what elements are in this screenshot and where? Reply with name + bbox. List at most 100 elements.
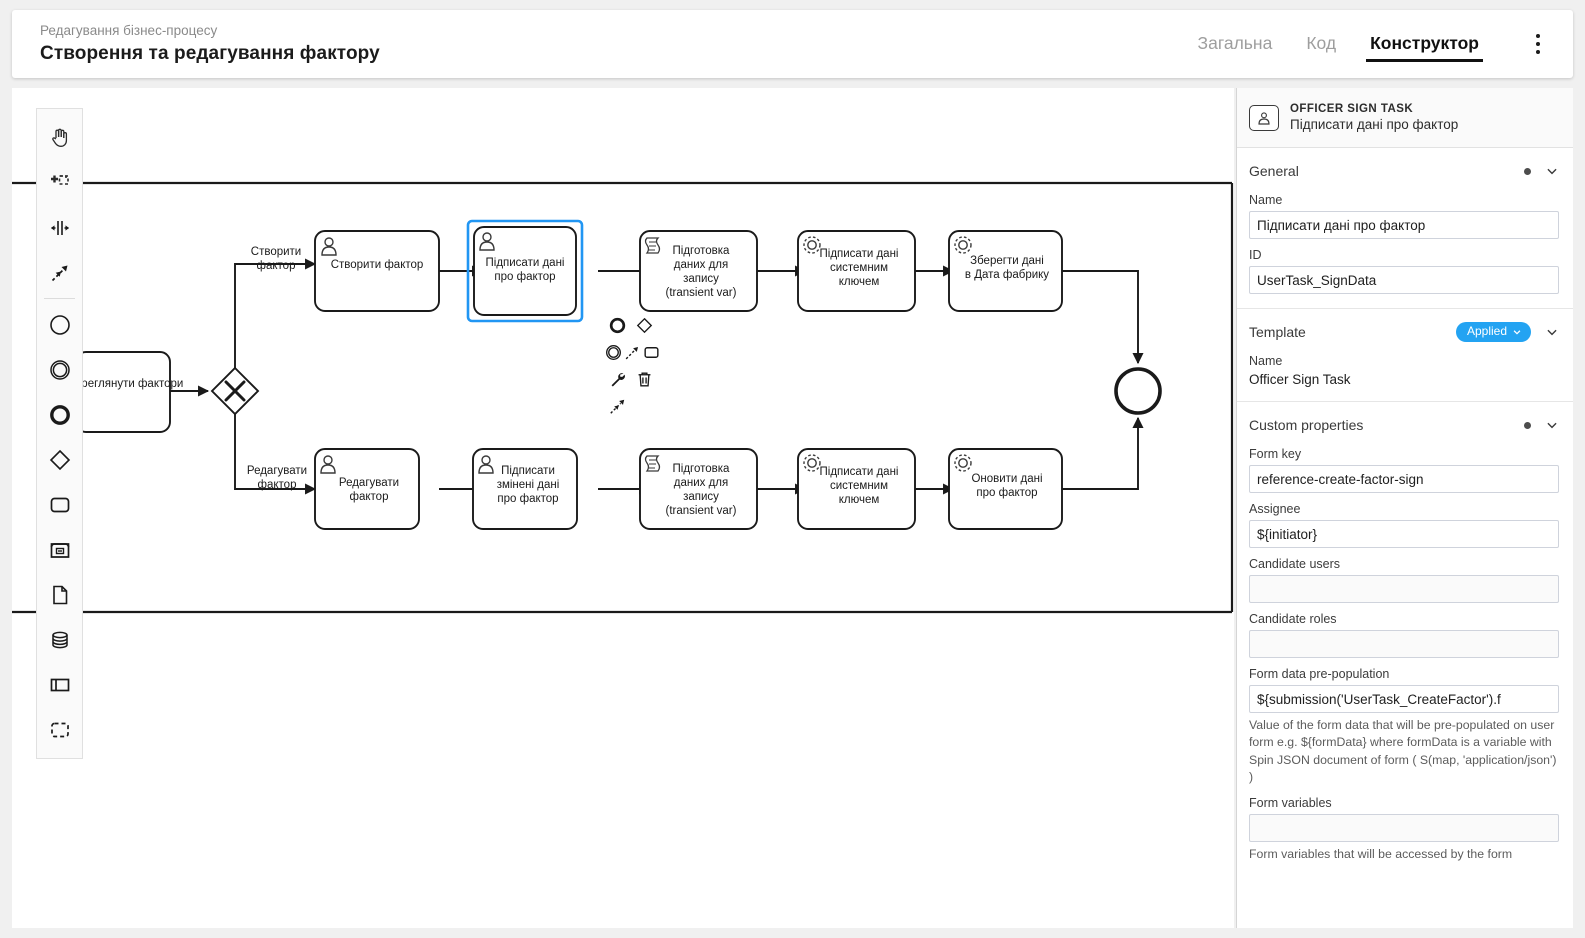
group-general-controls [1524,164,1559,178]
lasso-select-icon[interactable] [37,160,82,205]
user-task-icon [1249,104,1279,131]
context-pad-row-4 [604,393,660,420]
template-applied-badge[interactable]: Applied [1455,322,1531,342]
group-dirty-dot-icon [1524,421,1531,429]
context-pad[interactable] [604,312,660,420]
form-data-prepopulation-field[interactable]: ${submission('UserTask_CreateFactor').f [1249,685,1559,713]
user-task-icon [479,232,495,251]
group-custom-properties-title: Custom properties [1249,417,1364,433]
form-key-label: Form key [1249,447,1302,461]
task-label-l3: про фактор [497,493,558,505]
task-prepare-data-top[interactable]: Підготовка даних для запису (transient v… [639,230,758,312]
title-block: Редагування бізнес-процесу Створення та … [40,22,380,65]
element-name: Підписати дані про фактор [1290,117,1459,132]
assignee-label: Assignee [1249,502,1301,516]
tab-kod[interactable]: Код [1306,32,1337,53]
global-connect-icon[interactable] [604,393,631,420]
bpmn-palette[interactable] [36,108,83,759]
kebab-menu-icon[interactable] [1525,27,1551,61]
tab-konstruktor[interactable]: Конструктор [1366,27,1483,62]
chevron-down-icon[interactable] [1545,418,1559,432]
bpmn-diagram[interactable]: Створити фактор Редагувати фактор Перегл… [12,88,1234,928]
subprocess-icon[interactable] [37,527,82,572]
append-intermediate-event-button[interactable] [604,339,623,366]
task-sign-changed-data[interactable]: Підписати змінені дані про фактор [472,448,578,530]
intermediate-event-circle-icon[interactable] [37,347,82,392]
user-task-icon [478,455,494,474]
task-rounded-rect-icon[interactable] [37,482,82,527]
task-prepare-data-bottom[interactable]: Підготовка даних для запису (transient v… [639,448,758,530]
flow-label-edit-l1: Редагувати [247,465,307,477]
append-gateway-button[interactable] [631,312,658,339]
append-task-button[interactable] [642,339,661,366]
tab-zagalna[interactable]: Загальна [1197,32,1273,53]
page-title: Створення та редагування фактору [40,42,380,64]
trash-icon[interactable] [631,366,658,393]
name-field[interactable]: Підписати дані про фактор [1249,211,1559,239]
candidate-roles-label: Candidate roles [1249,612,1337,626]
task-label-l1: Оновити дані [971,473,1042,485]
form-variables-field[interactable] [1249,813,1559,842]
candidate-roles-field[interactable] [1249,630,1559,658]
group-custom-properties-header[interactable]: Custom properties [1249,412,1559,438]
gateway-diamond-icon[interactable] [37,437,82,482]
group-general-header[interactable]: General [1249,158,1559,184]
connect-arrow-icon[interactable] [623,339,642,366]
task-update-factor[interactable]: Оновити дані про фактор [948,448,1063,530]
context-pad-row-1 [604,312,660,339]
task-label-l2: про фактор [494,271,555,283]
form-data-prepopulation-hint: Value of the form data that will be pre-… [1249,718,1557,785]
form-data-prepopulation-label: Form data pre-population [1249,667,1390,681]
script-task-icon [644,237,661,254]
app-header: Редагування бізнес-процесу Створення та … [12,10,1573,78]
candidate-users-field[interactable] [1249,575,1559,603]
task-sign-system-key-bottom[interactable]: Підписати дані системним ключем [797,448,916,530]
participant-pool[interactable] [12,181,1234,614]
template-applied-badge-label: Applied [1466,324,1507,338]
task-label-l3: ключем [839,276,880,288]
end-event[interactable] [1114,367,1162,415]
task-sign-system-key-top[interactable]: Підписати дані системним ключем [797,230,916,312]
assignee-field[interactable]: ${initiator} [1249,520,1559,548]
hand-icon[interactable] [37,115,82,160]
palette-separator [44,298,75,299]
task-label-l1: Підготовка [673,245,731,257]
space-tool-icon[interactable] [37,205,82,250]
task-create-factor[interactable]: Створити фактор [314,230,440,312]
group-template-header[interactable]: Template Applied [1249,319,1559,345]
task-view-factors[interactable]: Переглянути фактори [67,351,184,433]
group-dashed-rect-icon[interactable] [37,707,82,752]
append-end-event-button[interactable] [604,312,631,339]
task-label-l1: Редагувати [339,477,399,489]
task-label-l1: Підписати дані [820,466,899,478]
properties-header-text: OFFICER SIGN TASK Підписати дані про фак… [1290,103,1458,132]
task-label-l1: Підготовка [673,463,731,475]
group-custom-properties: Custom properties Form key reference-cre… [1237,402,1573,877]
end-event-circle-icon[interactable] [37,392,82,437]
wrench-icon[interactable] [604,366,631,393]
task-label-l4: (transient var) [666,287,737,299]
exclusive-gateway[interactable] [210,366,260,416]
task-label-l2: даних для [674,259,728,271]
connect-arrow-icon[interactable] [37,250,82,295]
breadcrumb: Редагування бізнес-процесу [40,23,218,39]
task-label-l1: Підписати [501,465,555,477]
data-store-cylinder-icon[interactable] [37,617,82,662]
data-object-page-icon[interactable] [37,572,82,617]
group-template: Template Applied Name Officer Sign Task [1237,309,1573,402]
chevron-down-icon[interactable] [1545,325,1559,339]
task-label-l2: в Дата фабрику [965,269,1049,281]
task-edit-factor[interactable]: Редагувати фактор [314,448,420,530]
chevron-down-icon[interactable] [1545,164,1559,178]
form-key-field[interactable]: reference-create-factor-sign [1249,465,1559,493]
participant-pool-icon[interactable] [37,662,82,707]
task-label-l3: ключем [839,494,880,506]
properties-header: OFFICER SIGN TASK Підписати дані про фак… [1237,88,1573,148]
id-field[interactable]: UserTask_SignData [1249,266,1559,294]
bpmn-canvas[interactable]: Створити фактор Редагувати фактор Перегл… [12,88,1234,928]
group-dirty-dot-icon [1524,167,1531,175]
start-event-circle-icon[interactable] [37,302,82,347]
task-save-datafactory[interactable]: Зберегти дані в Дата фабрику [948,230,1063,312]
task-sign-factor-data[interactable]: Підписати дані про фактор [466,219,584,323]
